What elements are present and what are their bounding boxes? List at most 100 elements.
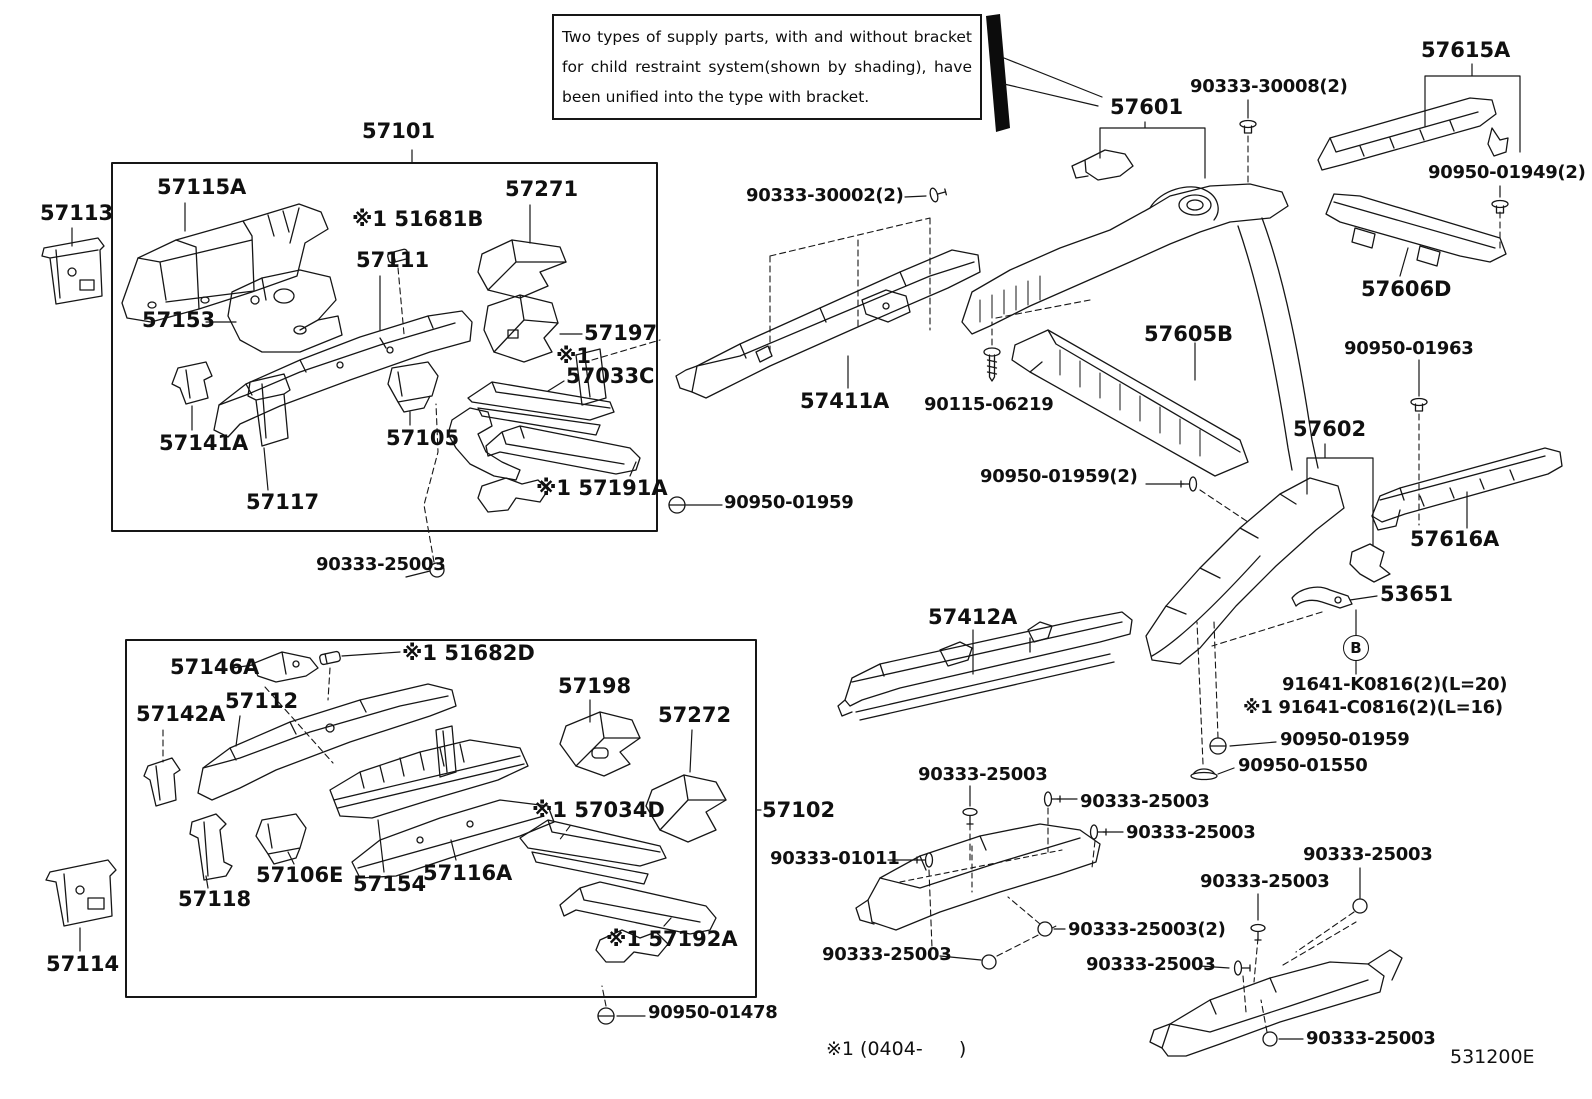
- leader-lines: [71, 63, 1521, 1040]
- part-callout-57616a: 57616A: [1410, 527, 1500, 551]
- part-callout-57112: 57112: [225, 689, 299, 713]
- diagram-code: 531200E: [1450, 1046, 1535, 1068]
- part-57605b-drawing: [1011, 329, 1249, 477]
- part-57033c-drawing: [467, 381, 615, 436]
- part-57113-drawing: [41, 237, 105, 305]
- fastener-callout: 90333-25003: [1126, 822, 1256, 843]
- fastener-callout: 90333-25003: [1086, 954, 1216, 975]
- part-callout-57272: 57272: [658, 703, 732, 727]
- part-57142a-drawing: [143, 757, 181, 807]
- part-callout-57197: 57197: [584, 321, 658, 345]
- part-callout-57117: 57117: [246, 490, 320, 514]
- pin-icon: [1233, 960, 1251, 976]
- screw-icon: [981, 954, 997, 970]
- pin-icon: [928, 184, 949, 204]
- applicability-note: ※1 (0404- ): [826, 1038, 967, 1060]
- screw-icon: [1037, 921, 1053, 937]
- part-57197-drawing: [483, 294, 559, 363]
- part-57111-drawing: [213, 310, 473, 438]
- part-callout-57142a: 57142A: [136, 702, 226, 726]
- fastener-callout: 90950-01478: [648, 1002, 778, 1023]
- part-callout-57602: 57602: [1293, 417, 1367, 441]
- part-callout-57411a: 57411A: [800, 389, 890, 413]
- part-57105-drawing: [387, 361, 439, 413]
- part-callout-57115a: 57115A: [157, 175, 247, 199]
- fastener-callout: 90333-25003: [918, 764, 1048, 785]
- part-57115a-drawing: [121, 203, 329, 323]
- part-57191a-drawing: [447, 407, 641, 513]
- dashed-lines: [162, 135, 1501, 1033]
- part-57615a-drawing: [1317, 97, 1509, 171]
- pin-icon: [1250, 923, 1266, 941]
- part-callout-57154: 57154: [353, 872, 427, 896]
- part-57411a-drawing: [675, 249, 981, 399]
- part-57106e-drawing: [255, 813, 307, 865]
- pin-icon: [1043, 791, 1061, 807]
- part-callout-57606d: 57606D: [1361, 277, 1452, 301]
- screw-icon: [1262, 1031, 1278, 1047]
- part-callout-57113: 57113: [40, 201, 114, 225]
- part-callout-57601: 57601: [1110, 95, 1184, 119]
- clip-icon: [1209, 737, 1227, 755]
- bolt-icon: [983, 347, 1001, 382]
- part-57606d-drawing: [1325, 193, 1507, 267]
- part-57112-drawing: [197, 683, 457, 801]
- group-box-57102: [125, 639, 757, 998]
- note-box: Two types of supply parts, with and with…: [552, 14, 982, 120]
- note-line: Two types of supply parts, with and with…: [562, 28, 972, 46]
- part-57034d-drawing: [519, 819, 667, 885]
- clip-icon: [668, 496, 686, 514]
- part-callout-57605b: 57605B: [1144, 322, 1234, 346]
- part-57616a-drawing: [1371, 447, 1563, 531]
- fastener-callout: 90115-06219: [924, 394, 1054, 415]
- part-callout-57192a: ※1 57192A: [606, 927, 738, 951]
- fastener-callout: 91641-K0816(2)(L=20): [1282, 674, 1508, 695]
- part-floor-member-rear-right-drawing: [1149, 949, 1403, 1057]
- part-57602-drawing: [1145, 477, 1391, 665]
- part-strip-bottom-box: [435, 725, 457, 778]
- part-57141a-drawing: [171, 361, 213, 405]
- part-53651-drawing: [1291, 586, 1353, 609]
- fastener-callout: 90950-01550: [1238, 755, 1368, 776]
- part-callout-57153: 57153: [142, 308, 216, 332]
- fastener-callout: 90333-25003: [1200, 871, 1330, 892]
- part-callout-57271: 57271: [505, 177, 579, 201]
- part-callout-57141a: 57141A: [159, 431, 249, 455]
- rivet-icon: [1239, 119, 1257, 134]
- part-57198-drawing: [559, 711, 641, 777]
- fastener-callout: 90333-25003(2): [1068, 919, 1226, 940]
- fastener-callout: 90950-01959(2): [980, 466, 1138, 487]
- rivet-icon: [1410, 397, 1428, 412]
- pin-icon: [962, 807, 978, 825]
- part-callout-57033c: 57033C: [566, 364, 655, 388]
- fastener-callout: 90950-01949(2): [1428, 162, 1586, 183]
- fastener-icons: [318, 119, 1509, 1047]
- pin-icon: [1089, 824, 1107, 840]
- part-57154-drawing: [329, 739, 529, 819]
- ref-mark-1: ※1: [556, 344, 592, 368]
- fastener-callout: 90950-01959: [724, 492, 854, 513]
- fastener-callout: 90333-25003: [822, 944, 952, 965]
- note-line: for child restraint system(shown by shad…: [562, 58, 972, 77]
- part-57601-drawing: [961, 149, 1319, 471]
- part-57271-drawing: [477, 239, 567, 299]
- fastener-callout: 90333-30002(2): [746, 185, 904, 206]
- part-57272-drawing: [645, 774, 727, 843]
- fastener-callout: 90333-25003: [1080, 791, 1210, 812]
- part-callout-57116a: 57116A: [423, 861, 513, 885]
- part-floor-member-rear-left-drawing: [855, 823, 1101, 931]
- fastener-callout: 90333-01011: [770, 848, 900, 869]
- part-callout-57412a: 57412A: [928, 605, 1018, 629]
- part-callout-57191a: ※1 57191A: [536, 476, 668, 500]
- part-callout-57198: 57198: [558, 674, 632, 698]
- part-57192a-drawing: [559, 881, 717, 963]
- part-callout-57101: 57101: [362, 119, 436, 143]
- part-57146a-drawing: [251, 651, 319, 683]
- part-callout-53651: 53651: [1380, 582, 1454, 606]
- fastener-callout: 90333-25003: [316, 554, 446, 575]
- fastener-callout: 90333-25003: [1303, 844, 1433, 865]
- part-callout-57102: 57102: [762, 798, 836, 822]
- part-callout-57111: 57111: [356, 248, 430, 272]
